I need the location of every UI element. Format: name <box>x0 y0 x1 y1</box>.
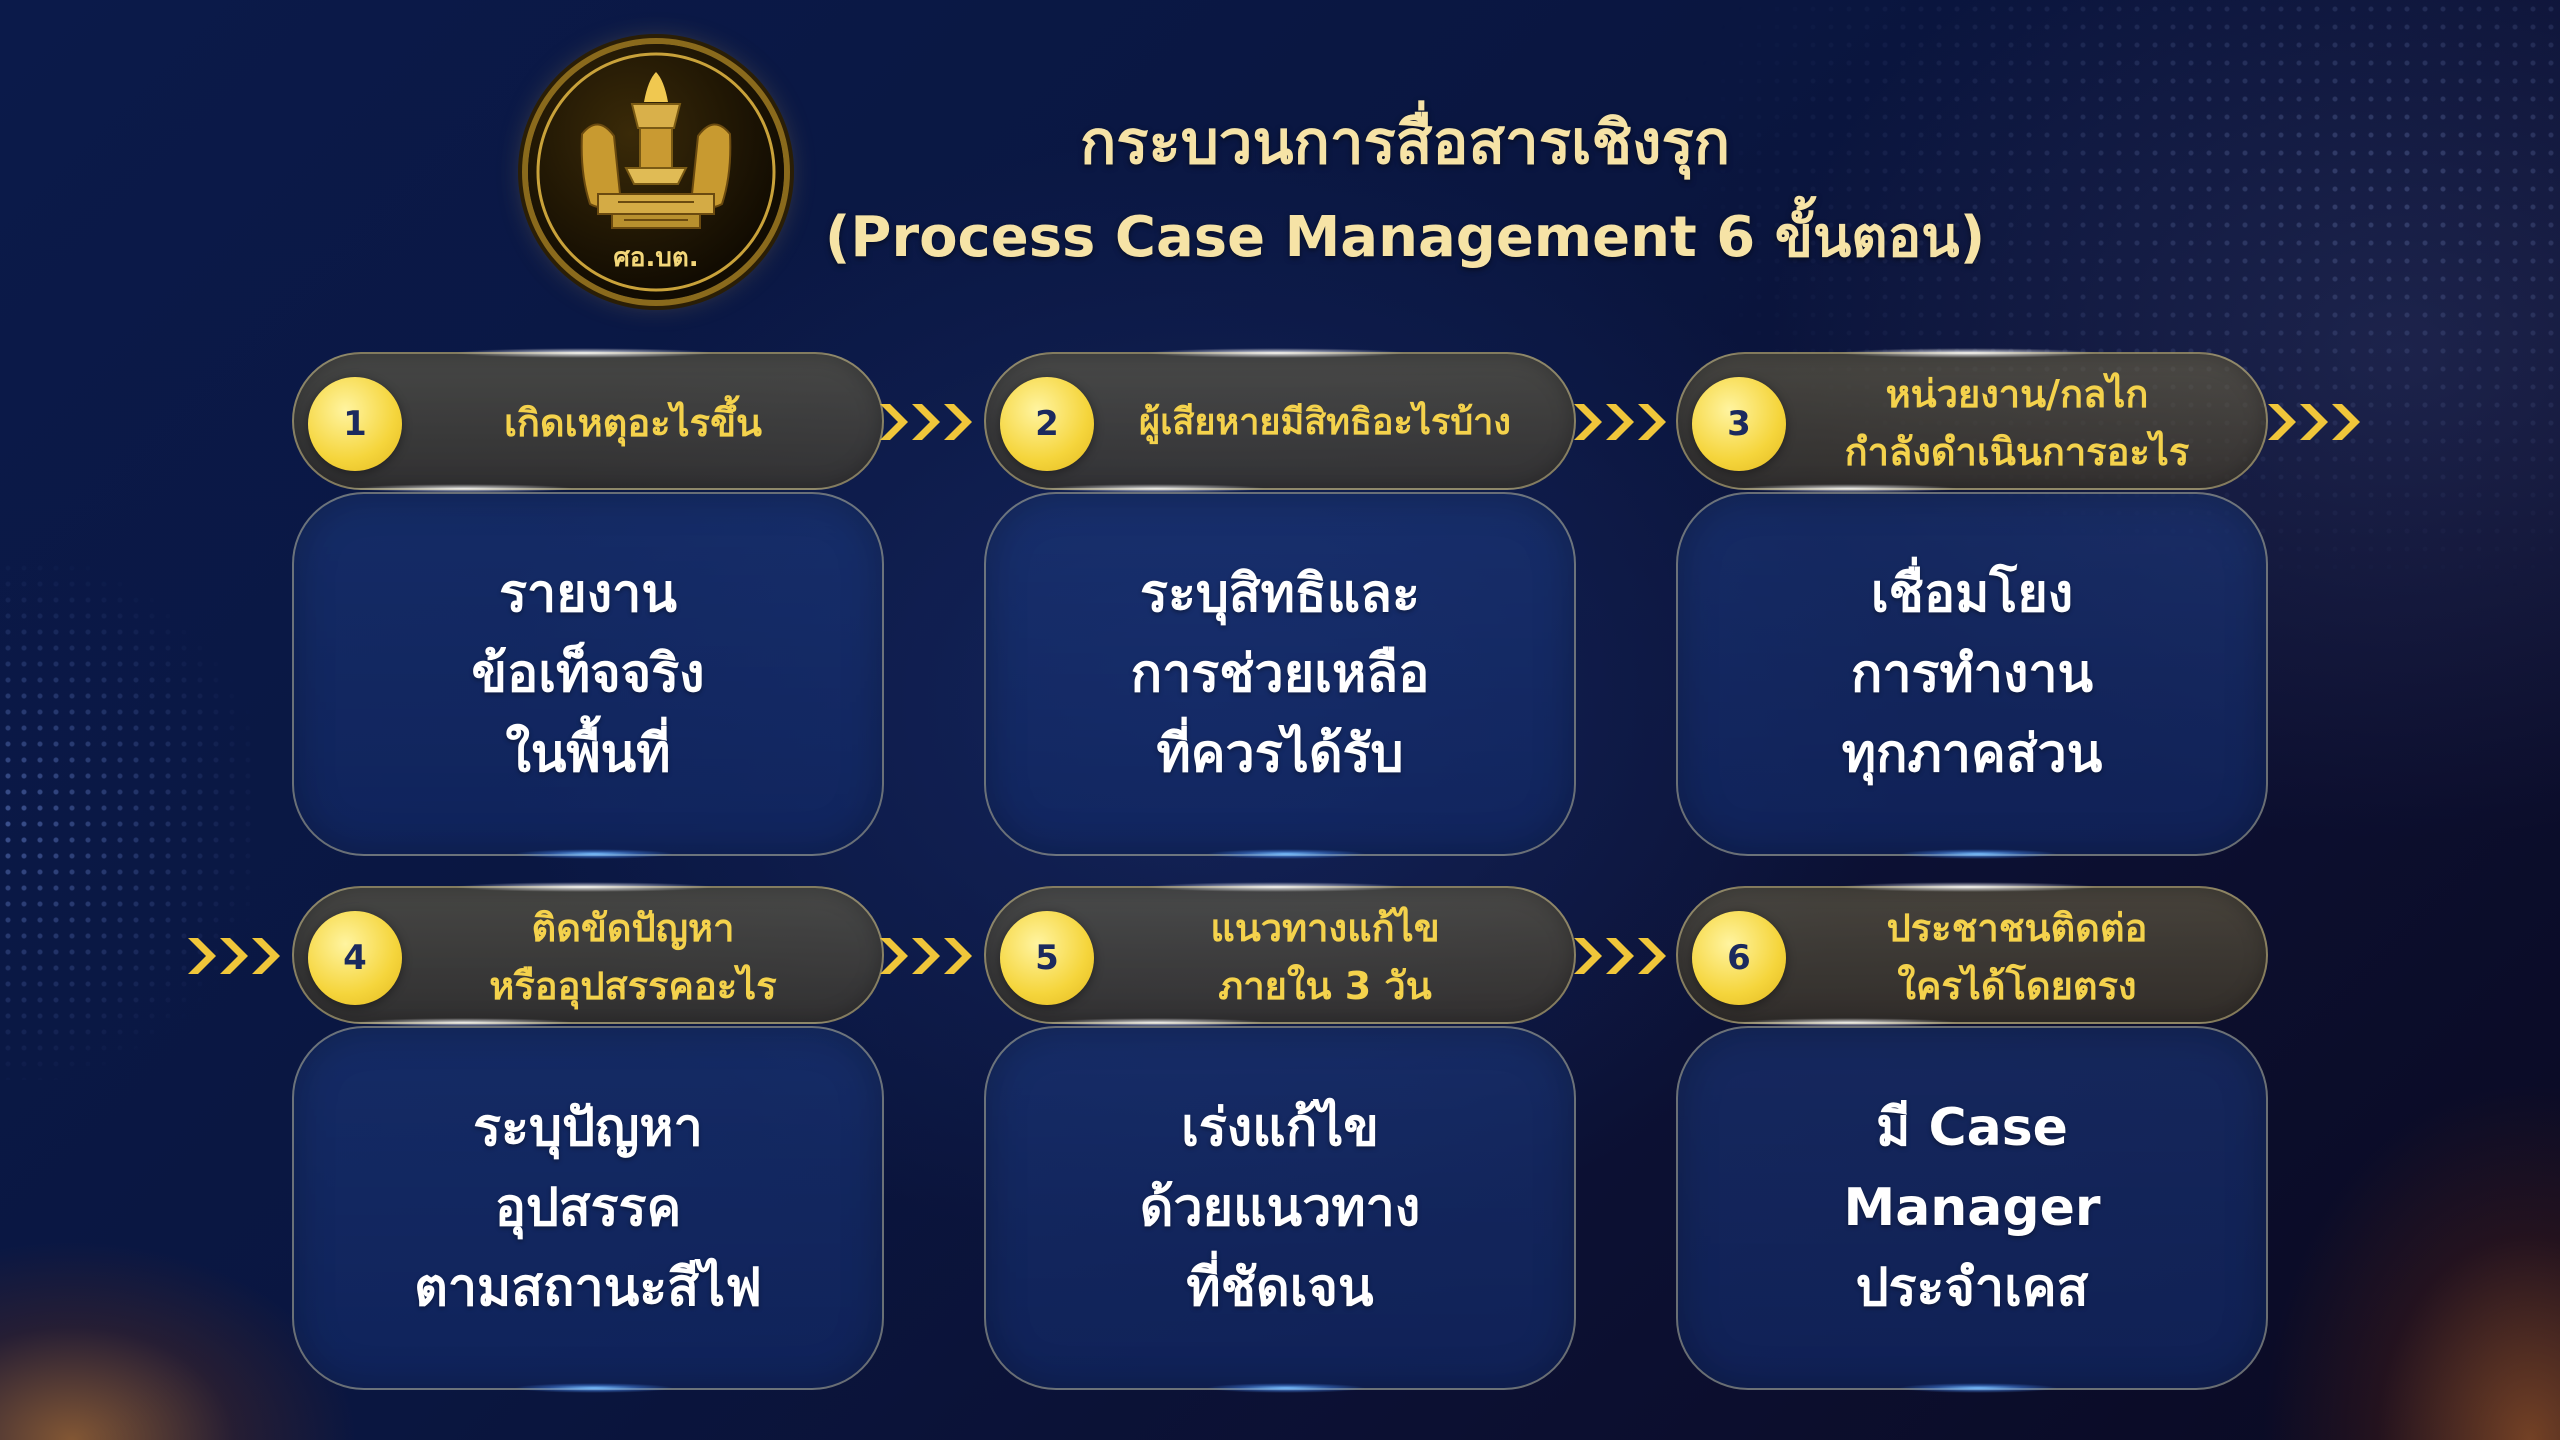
step-body-line: มี Case <box>1876 1098 2068 1158</box>
emblem-caption: ศอ.บต. <box>613 243 699 273</box>
step-body-1: รายงาน ข้อเท็จจริง ในพื้นที่ <box>292 492 884 859</box>
step-question-line: ประชาชนติดต่อ <box>1886 906 2148 950</box>
step-number-badge: 6 <box>1692 911 1786 1005</box>
chevron-arrows-icon <box>1574 404 1666 440</box>
step-question-line: กำลังดำเนินการอะไร <box>1844 430 2190 474</box>
step-body-line: เร่งแก้ไข <box>1181 1098 1379 1158</box>
step-body-line: ที่ควรได้รับ <box>1156 724 1404 784</box>
background-dots-left <box>0 560 260 1080</box>
step-question: เกิดเหตุอะไรขึ้น <box>402 354 864 492</box>
step-body-line: ระบุปัญหา <box>473 1098 703 1158</box>
page-subtitle: (Process Case Management 6 ขั้นตอน) <box>824 205 1986 270</box>
step-body-line: การทำงาน <box>1850 644 2094 704</box>
step-question-line: เกิดเหตุอะไรขึ้น <box>503 401 763 445</box>
step-number-badge: 1 <box>308 377 402 471</box>
step-question-line: หรืออุปสรรคอะไร <box>489 964 777 1008</box>
step-body-line: การช่วยเหลือ <box>1130 644 1430 704</box>
step-number-badge: 5 <box>1000 911 1094 1005</box>
step-question-line: แนวทางแก้ไข <box>1210 906 1440 950</box>
step-body-5: เร่งแก้ไข ด้วยแนวทาง ที่ชัดเจน <box>984 1026 1576 1393</box>
step-question-line: หน่วยงาน/กลไก <box>1885 372 2149 416</box>
step-header-1: 1 เกิดเหตุอะไรขึ้น <box>292 348 884 493</box>
step-body-line: ข้อเท็จจริง <box>471 644 705 704</box>
step-question-line: ภายใน 3 วัน <box>1218 964 1432 1008</box>
chevron-arrows-icon <box>880 404 972 440</box>
chevron-arrows-icon <box>1574 938 1666 974</box>
step-body-line: อุปสรรค <box>494 1178 682 1238</box>
step-body-line: ด้วยแนวทาง <box>1139 1178 1421 1238</box>
government-emblem-logo: ศอ.บต. <box>528 44 784 300</box>
step-question: หน่วยงาน/กลไก กำลังดำเนินการอะไร <box>1786 354 2248 492</box>
background-fire-right <box>2260 1080 2560 1440</box>
step-body-4: ระบุปัญหา อุปสรรค ตามสถานะสีไฟ <box>292 1026 884 1393</box>
step-question-line: ใครได้โดยตรง <box>1897 964 2137 1008</box>
step-body-line: ที่ชัดเจน <box>1186 1258 1374 1318</box>
step-body-line: ตามสถานะสีไฟ <box>414 1258 762 1318</box>
step-question: แนวทางแก้ไข ภายใน 3 วัน <box>1094 888 1556 1026</box>
chevron-arrows-icon <box>188 938 280 974</box>
step-header-2: 2 ผู้เสียหายมีสิทธิอะไรบ้าง <box>984 348 1576 493</box>
step-header-3: 3 หน่วยงาน/กลไก กำลังดำเนินการอะไร <box>1676 348 2268 493</box>
step-body-line: ทุกภาคส่วน <box>1841 724 2103 784</box>
step-number-badge: 4 <box>308 911 402 1005</box>
chevron-arrows-icon <box>2268 404 2360 440</box>
step-question: ติดขัดปัญหา หรืออุปสรรคอะไร <box>402 888 864 1026</box>
step-body-3: เชื่อมโยง การทำงาน ทุกภาคส่วน <box>1676 492 2268 859</box>
step-question-line: ติดขัดปัญหา <box>531 906 735 950</box>
step-number-badge: 3 <box>1692 377 1786 471</box>
chevron-arrows-icon <box>880 938 972 974</box>
step-question-line: ผู้เสียหายมีสิทธิอะไรบ้าง <box>1139 402 1511 443</box>
emblem-icon <box>536 52 776 292</box>
step-body-line: Manager <box>1843 1178 2101 1238</box>
step-number-badge: 2 <box>1000 377 1094 471</box>
step-body-line: รายงาน <box>499 564 677 624</box>
step-body-6: มี Case Manager ประจำเคส <box>1676 1026 2268 1393</box>
step-body-line: เชื่อมโยง <box>1870 564 2074 624</box>
step-header-5: 5 แนวทางแก้ไข ภายใน 3 วัน <box>984 882 1576 1027</box>
step-question: ผู้เสียหายมีสิทธิอะไรบ้าง <box>1094 354 1556 492</box>
step-body-2: ระบุสิทธิและ การช่วยเหลือ ที่ควรได้รับ <box>984 492 1576 859</box>
step-question: ประชาชนติดต่อ ใครได้โดยตรง <box>1786 888 2248 1026</box>
step-body-line: ในพื้นที่ <box>505 724 671 784</box>
step-header-4: 4 ติดขัดปัญหา หรืออุปสรรคอะไร <box>292 882 884 1027</box>
step-body-line: ประจำเคส <box>1855 1258 2089 1318</box>
step-header-6: 6 ประชาชนติดต่อ ใครได้โดยตรง <box>1676 882 2268 1027</box>
step-body-line: ระบุสิทธิและ <box>1140 564 1420 624</box>
page-title: กระบวนการสื่อสารเชิงรุก <box>1079 108 1731 178</box>
